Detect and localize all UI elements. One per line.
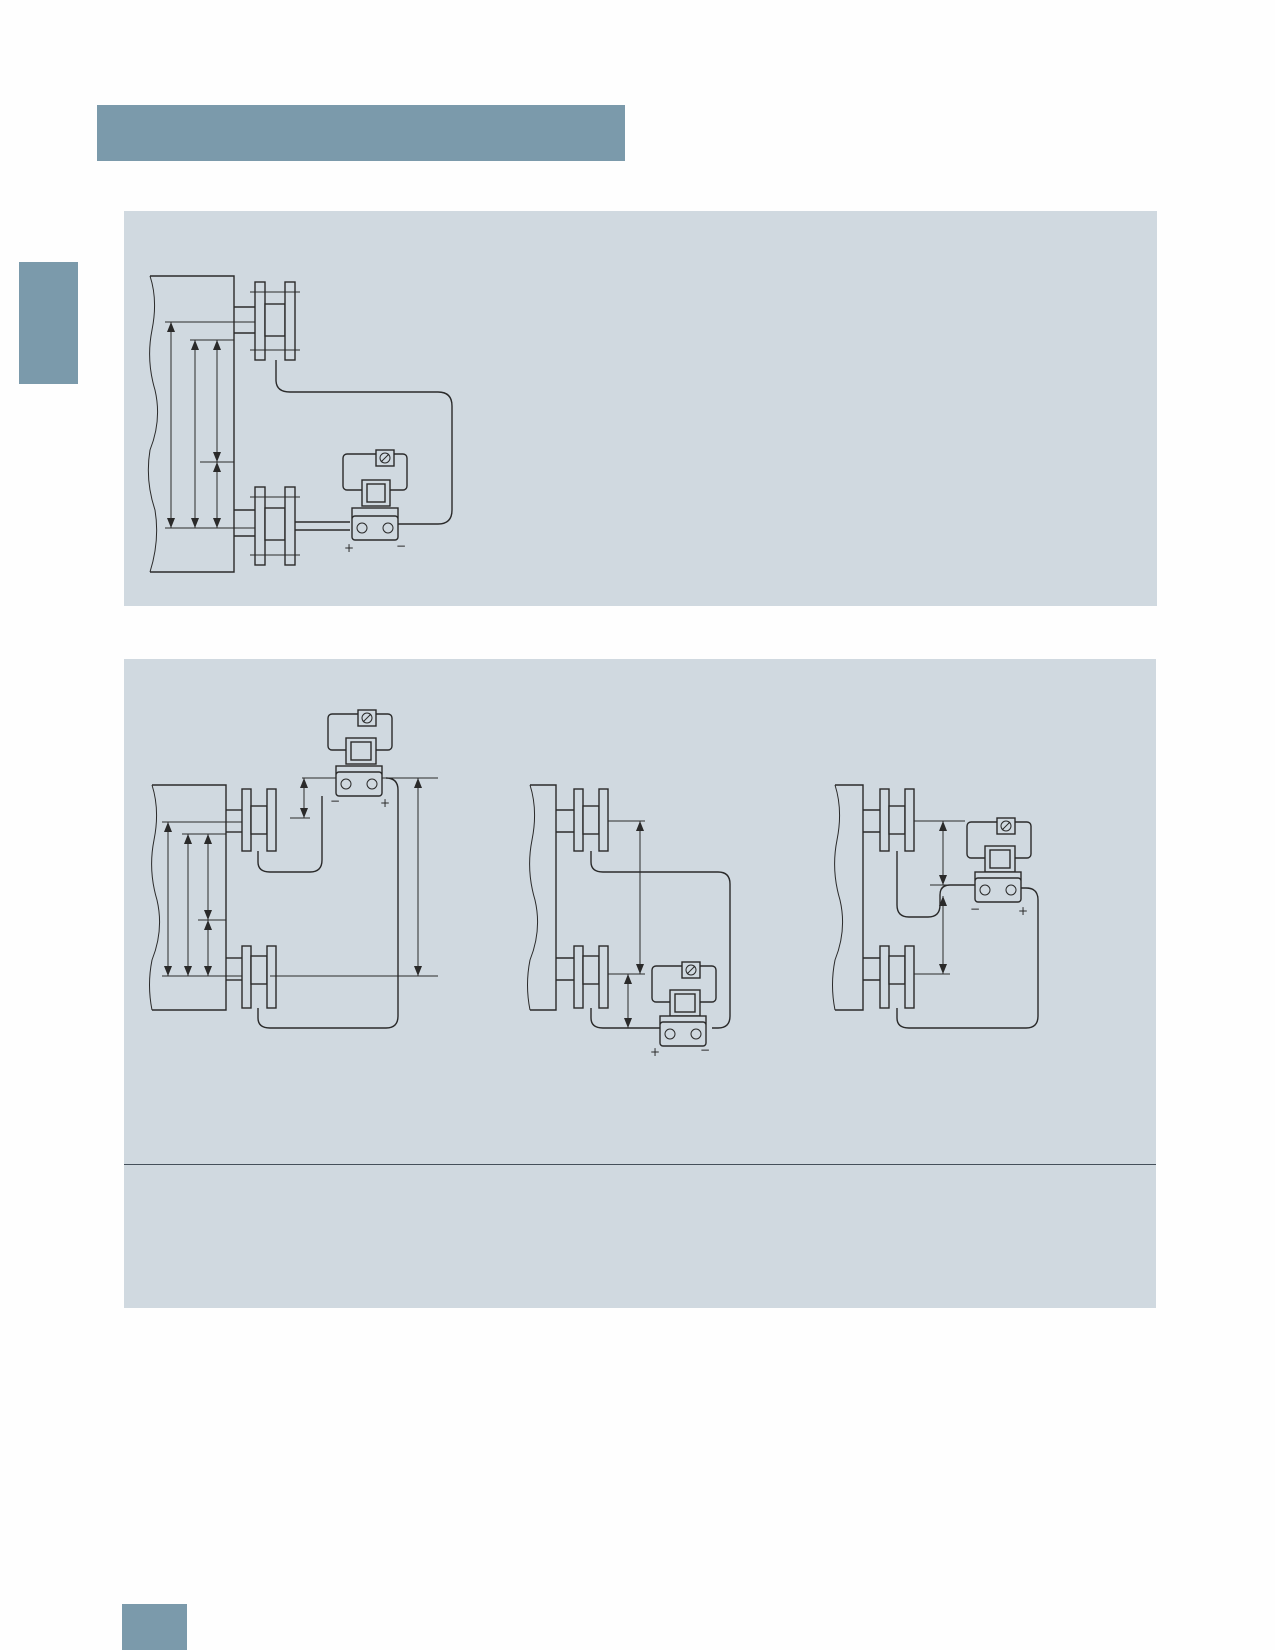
minus-sign: − [396,539,406,553]
panel-divider [124,1164,1156,1165]
side-tab [19,262,78,384]
pressure-transmitter-2b [651,961,717,1047]
plus-sign: + [1018,904,1028,918]
plus-sign: + [344,541,354,555]
diagram-panel-2: − + [124,659,1156,1308]
plus-sign: + [380,796,390,810]
pressure-transmitter-2a [327,709,393,797]
minus-sign: − [970,902,980,916]
page-number-tab [122,1604,187,1650]
diagram-panel-1: + − [124,211,1157,606]
pressure-transmitter-2c [966,817,1032,903]
level-measurement-diagrams-2: − + [149,709,1039,1059]
plus-sign: + [650,1045,660,1059]
pressure-transmitter-1 [342,449,408,541]
level-measurement-diagram-1: + − [147,275,453,573]
header-bar [97,105,625,161]
minus-sign: − [700,1043,710,1057]
minus-sign: − [330,794,340,808]
